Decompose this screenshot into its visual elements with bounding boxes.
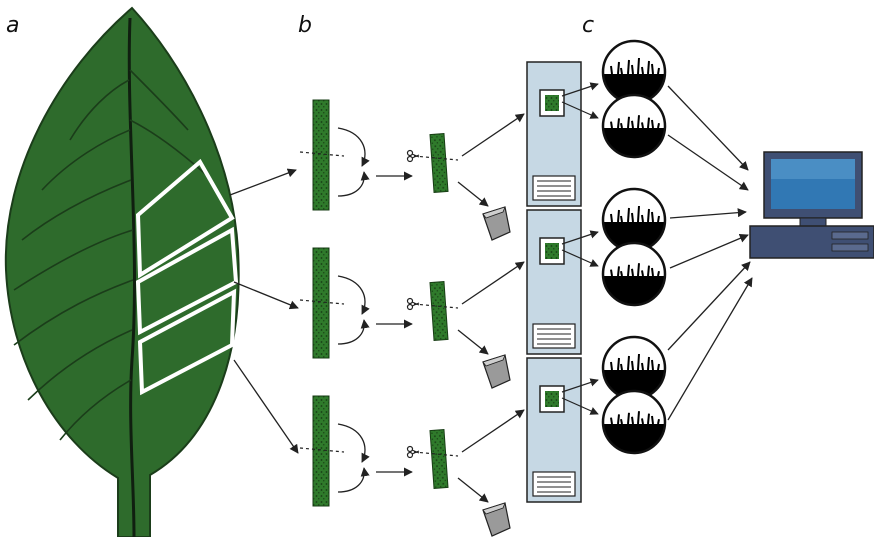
flip-arrow-top [337,423,370,463]
instrument-cabinet-icon [526,357,582,503]
processing-rows [299,39,667,537]
discard-bin-icon [482,502,511,537]
to-view-arrow-1 [561,378,599,393]
leaf-strip-icon [312,99,330,211]
cut-line [299,447,345,453]
leaf-sample-region-3 [137,288,237,396]
leaf-strip-icon [312,395,330,507]
to-instrument-arrow [461,409,525,453]
to-discard-arrow [457,477,489,503]
computer-arrows [667,85,753,421]
instrument-cabinet-icon [526,61,582,207]
discard-bin-icon [482,206,511,241]
cut-line-small [413,451,459,457]
instrument-cabinet-icon [526,209,582,355]
to-discard-arrow [457,181,489,207]
leaf-sample-region-1 [135,158,235,279]
leaf-blade [4,6,240,537]
instrument-sample [545,391,559,407]
leaf-veins [13,69,213,441]
panel-label-c: c [582,13,594,38]
cut-line-small [413,303,459,309]
to-view-arrow-1 [561,82,599,97]
scissors-icon [406,297,420,311]
cut-line [299,151,345,157]
row-2 [299,187,667,389]
scissors-icon [406,445,420,459]
to-view-arrow-2 [561,101,599,119]
instrument-sample [545,243,559,259]
row-3 [299,335,667,537]
to-view-arrow-2 [561,249,599,267]
leaf-piece-icon [429,133,449,193]
leaf-to-strip-arrows [229,168,299,454]
leaf-strip-icon [312,247,330,359]
flip-arrow-top [337,275,370,315]
cut-line [299,299,345,305]
magnified-sample-icon [601,389,667,455]
to-discard-arrow [457,329,489,355]
leaf-piece-icon [429,429,449,489]
leaf-piece-icon [429,281,449,341]
to-view-arrow-2 [561,397,599,415]
monitor-stand [799,217,827,227]
instrument-sample [545,95,559,111]
panel-label-b: b [298,13,312,38]
magnified-sample-icon [601,93,667,159]
cut-line-small [413,155,459,161]
desktop-computer-icon [749,151,874,259]
computer-base [749,225,874,259]
leaf-sample-region-2 [135,226,239,336]
discard-bin-icon [482,354,511,389]
to-instrument-arrow [461,261,525,305]
flip-arrow-bottom [337,467,370,493]
flip-arrow-bottom [337,171,370,197]
to-instrument-arrow [461,113,525,157]
leaf-illustration [4,6,240,537]
flip-arrow-bottom [337,319,370,345]
leaf-midrib [127,17,137,537]
scissors-icon [406,149,420,163]
panel-label-a: a [6,13,19,38]
flip-arrow-top [337,127,370,167]
magnified-sample-icon [601,335,667,401]
magnified-sample-icon [601,241,667,307]
to-view-arrow-1 [561,230,599,245]
